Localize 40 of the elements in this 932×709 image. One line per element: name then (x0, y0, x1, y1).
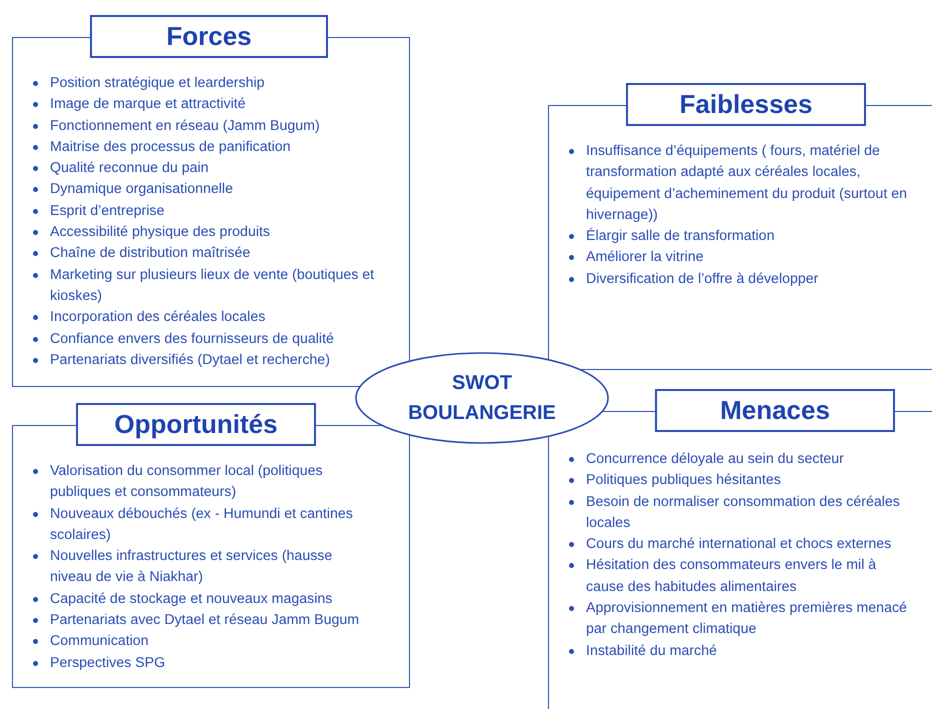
swot-panel (12, 403, 410, 688)
list-item: Image de marque et attractivité (50, 95, 247, 114)
list-item: Approvisionnement en matières premières menacé par changement climatique (586, 599, 908, 640)
list-item: Concurrence déloyale au sein du secteur (586, 450, 845, 469)
list-item: Partenariats avec Dytael et réseau Jamm Bugum (50, 611, 360, 630)
list-item: Incorporation des céréales locales (50, 308, 266, 328)
list-item: Valorisation du consommer local (politiques publiques et consommateurs) (50, 462, 324, 502)
swot-panel (12, 15, 410, 387)
panel-heading: Menaces (655, 389, 895, 432)
list-item: Qualité reconnue du pain (50, 159, 210, 178)
list-item: Communication (50, 632, 150, 652)
list-item: Nouvelles infrastructures et services (hausse niveau de vie à Niakhar) (50, 547, 334, 588)
panel-heading: Faiblesses (626, 83, 866, 126)
list-item: Nouveaux débouchés (ex - Humundi et cantines scolaires) (50, 504, 354, 545)
list-item: Hésitation des consommateurs envers le mil à cause des habitudes alimentaires (586, 556, 878, 597)
list-item: Politiques publiques hésitantes (586, 471, 782, 490)
list-item: Élargir salle de transformation (586, 226, 776, 246)
list-item: Perspectives SPG (50, 654, 166, 673)
list-item: Instabilité du marché (586, 642, 718, 661)
list-item: Chaîne de distribution maîtrisée (50, 244, 252, 264)
list-item: Confiance envers des fournisseurs de qualité (50, 330, 335, 349)
center-ellipse (355, 352, 609, 444)
list-item: Améliorer la vitrine (586, 248, 704, 268)
list-item: Fonctionnement en réseau (Jamm Bugum) (50, 116, 321, 136)
list-item: Position stratégique et leardership (50, 74, 266, 93)
list-item: Besoin de normaliser consommation des céréales locales (586, 492, 901, 533)
list-item: Marketing sur plusieurs lieux de vente (boutiques et kioskes) (50, 266, 376, 306)
list-item: Capacité de stockage et nouveaux magasins (50, 590, 334, 609)
center-title: SWOT BOULANGERIE (407, 371, 557, 426)
list-item: Partenariats diversifiés (Dytael et recherche) (50, 350, 331, 370)
list-item: Diversification de l’offre à développer (586, 270, 820, 289)
list-item: Dynamique organisationnelle (50, 180, 234, 200)
panel-heading: Forces (90, 15, 328, 58)
list-item: Maitrise des processus de panification (50, 138, 292, 157)
list-item: Insuffisance d’équipements ( fours, matériel de transformation adapté aux céréales locales, équipement d’acheminement du produit (surtout en hivernage)) (586, 142, 908, 225)
list-item: Cours du marché international et chocs externes (586, 535, 892, 554)
swot-panel (548, 83, 932, 370)
list-item: Accessibilité physique des produits (50, 223, 272, 242)
panel-heading: Opportunités (76, 403, 316, 446)
list-item: Esprit d’entreprise (50, 202, 166, 221)
